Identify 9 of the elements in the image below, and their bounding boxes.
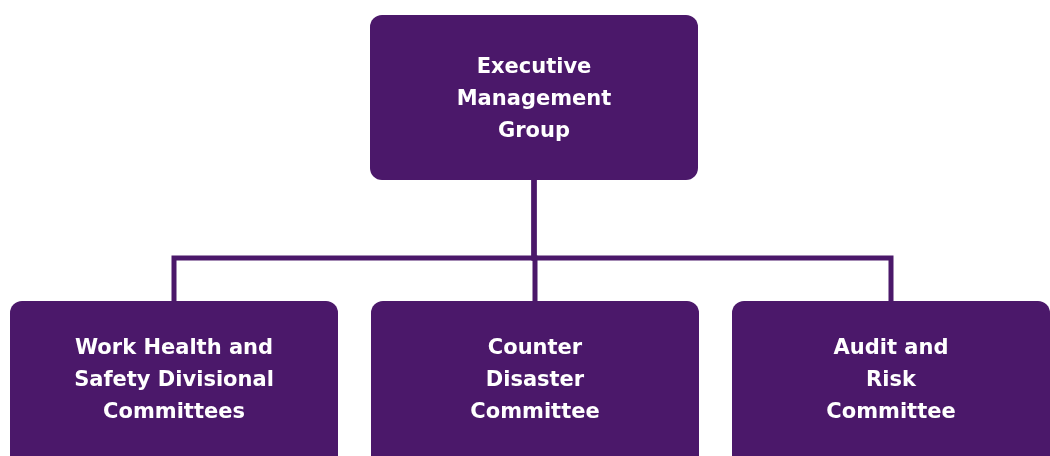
committee-box: [370, 15, 698, 180]
box-label: Work Health and Safety Divisional Committees: [73, 333, 275, 425]
box-label: Counter Disaster Committee: [469, 333, 601, 425]
box-label: Audit and Risk Committee: [825, 333, 957, 425]
committee-box: [371, 301, 699, 456]
connector-line: [531, 180, 894, 301]
committee-box: [732, 301, 1050, 456]
committee-box: [10, 301, 338, 456]
box-label: Executive Management Group: [455, 52, 613, 144]
